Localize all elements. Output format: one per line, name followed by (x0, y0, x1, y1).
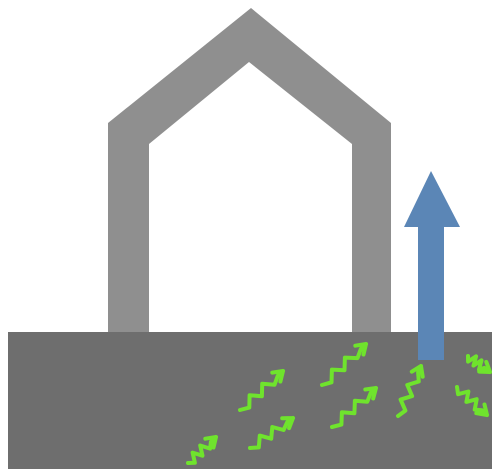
up-arrow-icon (404, 171, 460, 360)
house-outline-icon (108, 8, 391, 332)
